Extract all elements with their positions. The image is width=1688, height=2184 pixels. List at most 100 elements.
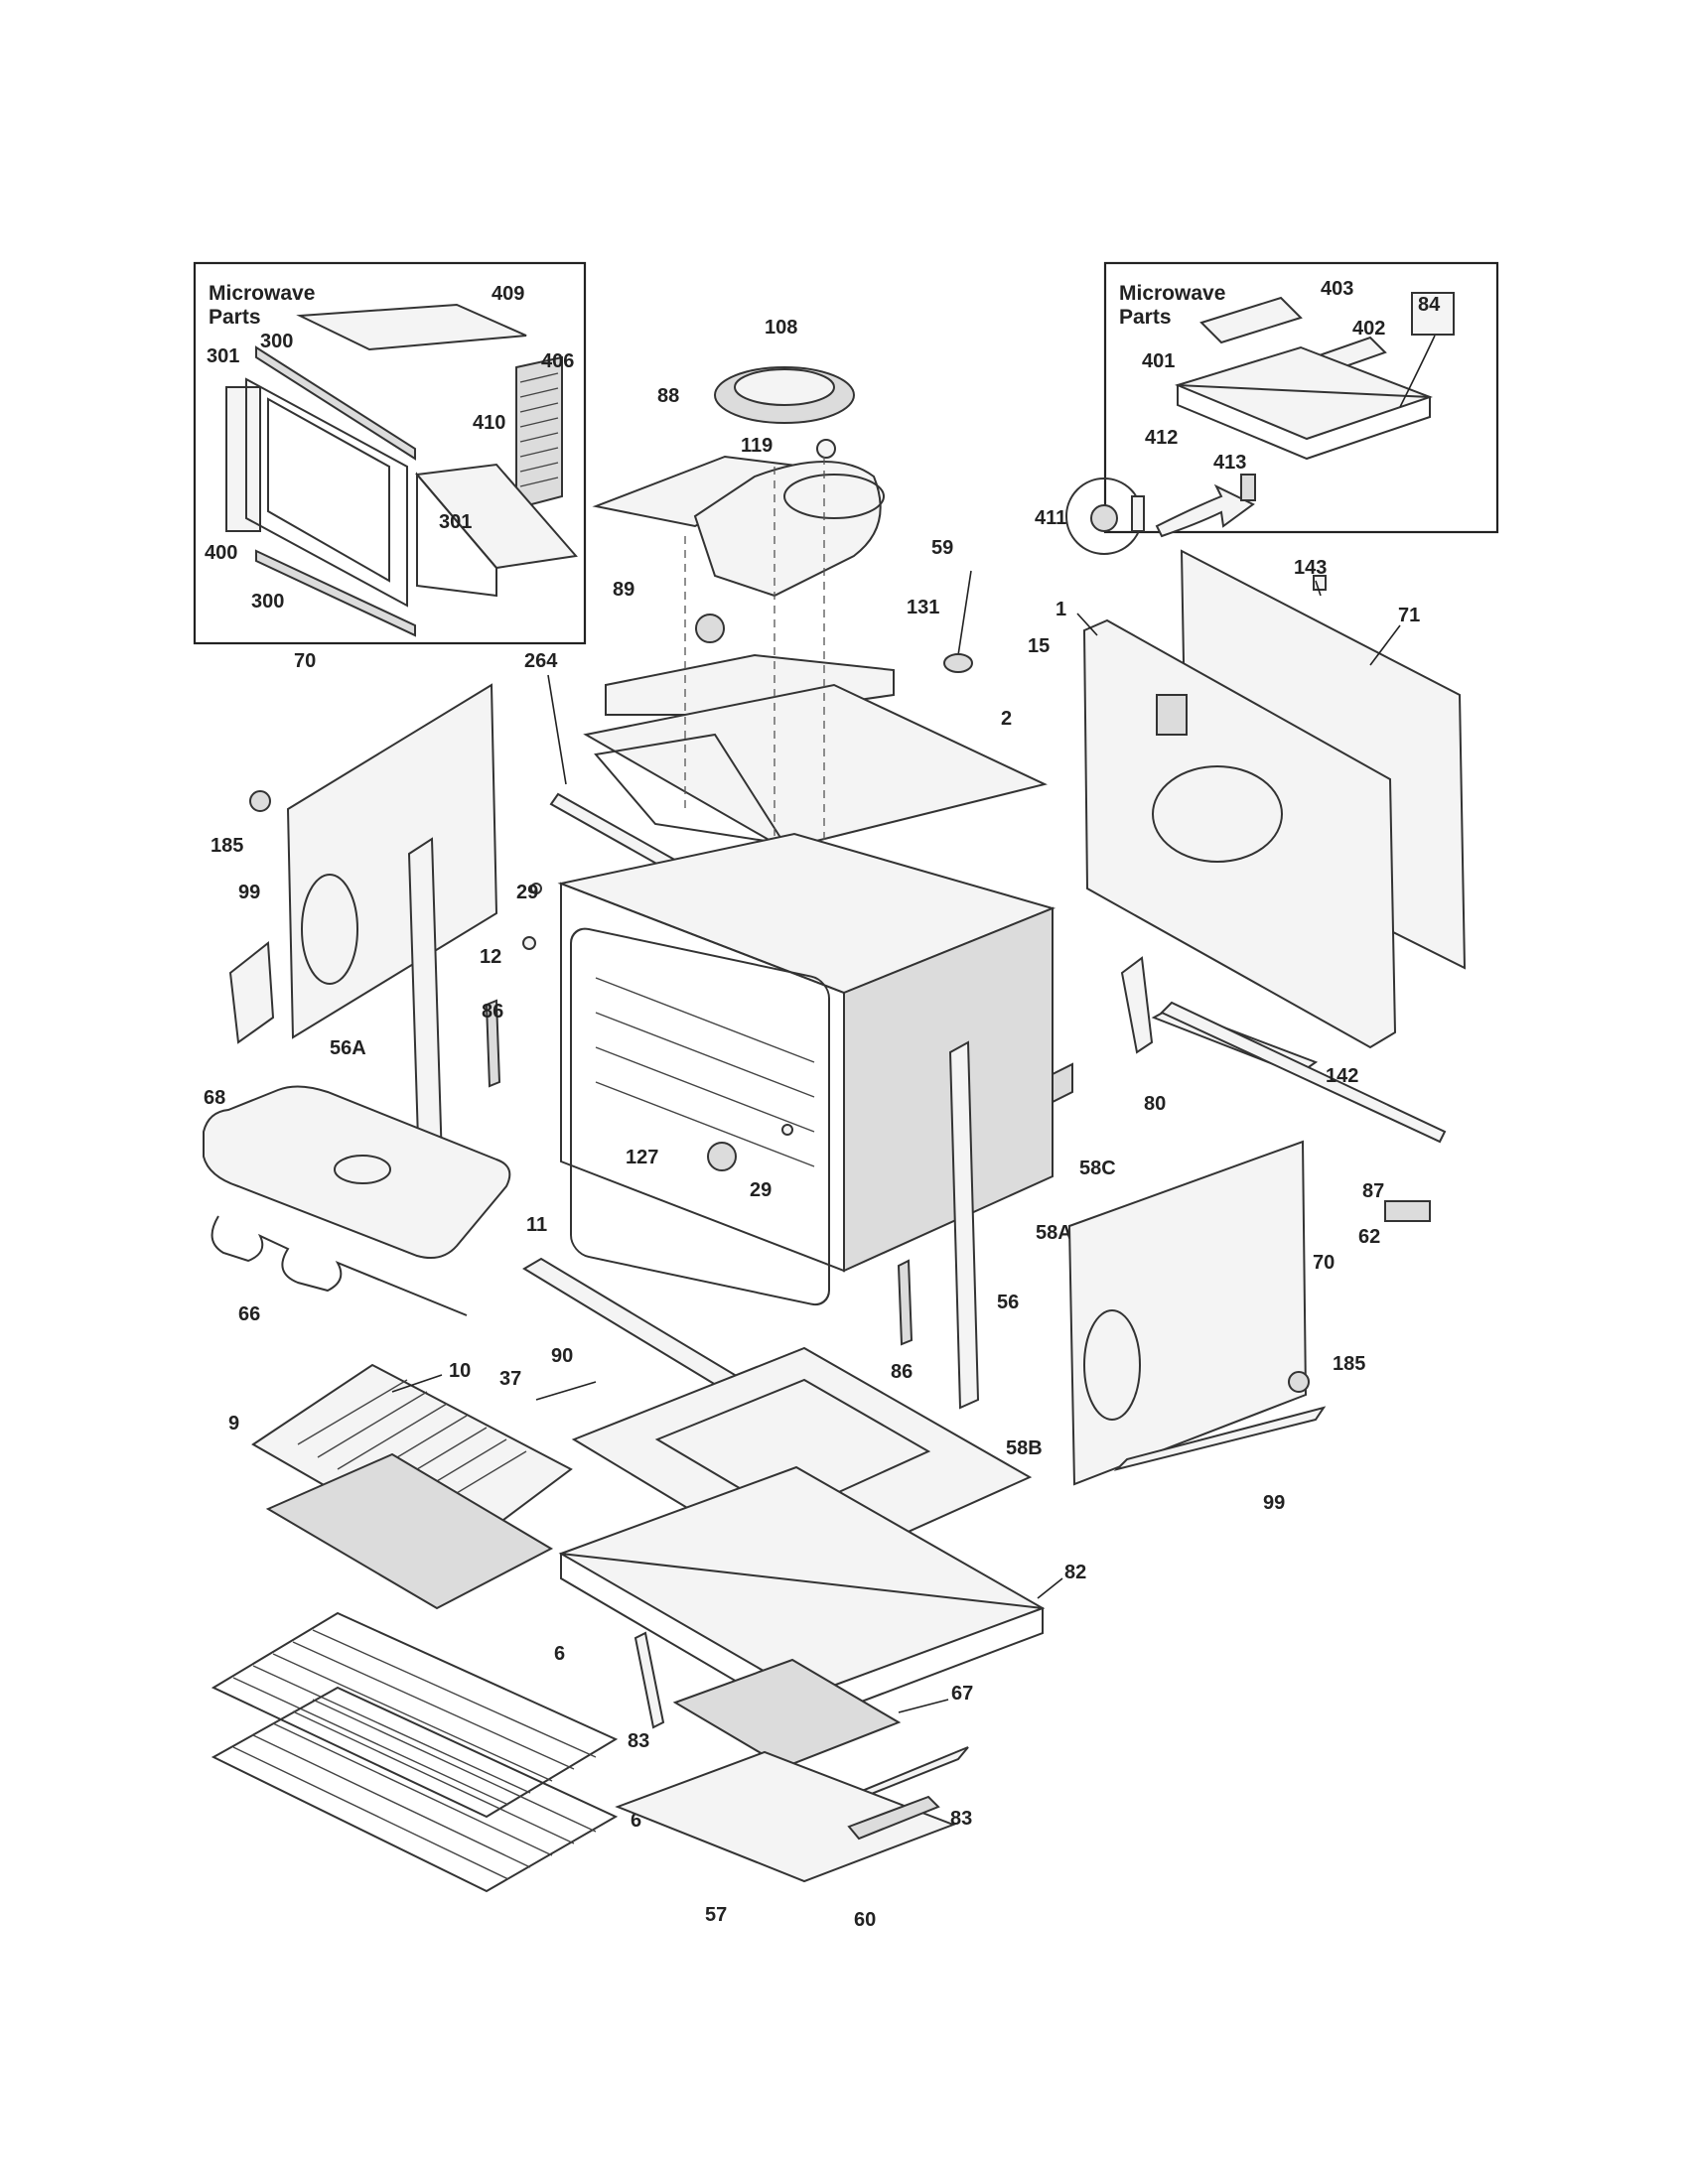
label-412: 412 bbox=[1145, 427, 1178, 449]
label-99-right: 99 bbox=[1263, 1492, 1285, 1514]
part-401-plate-edge bbox=[1177, 383, 1431, 461]
part-413-clip bbox=[1240, 474, 1256, 501]
part-2-top-panel bbox=[583, 683, 1048, 851]
bottom-frame-assembly: 82 67 83 83 57 60 bbox=[558, 1465, 1086, 1931]
part-70-side-panel-left bbox=[286, 683, 498, 1039]
leader-82 bbox=[1037, 1577, 1063, 1599]
lower-insulation-assembly: 90 37 58B bbox=[499, 1257, 1043, 1580]
part-12-lamp bbox=[522, 936, 536, 950]
part-58C-insulation-notch bbox=[1052, 1062, 1073, 1104]
broiler-grid-slots bbox=[297, 1379, 527, 1518]
label-185-right: 185 bbox=[1333, 1353, 1365, 1375]
label-143: 143 bbox=[1294, 557, 1327, 579]
label-87: 87 bbox=[1362, 1180, 1384, 1202]
label-83-right: 83 bbox=[950, 1808, 972, 1830]
label-406: 406 bbox=[541, 350, 574, 372]
label-2: 2 bbox=[1001, 708, 1012, 730]
label-83-left: 83 bbox=[628, 1730, 649, 1752]
part-301-side-left bbox=[225, 386, 261, 532]
label-86-left: 86 bbox=[482, 1001, 503, 1023]
label-59: 59 bbox=[931, 537, 953, 559]
part-185-grommet-left bbox=[249, 790, 271, 812]
label-9: 9 bbox=[228, 1413, 239, 1434]
label-57: 57 bbox=[705, 1904, 727, 1926]
label-70-right: 70 bbox=[1313, 1252, 1335, 1274]
rack-lower-wires bbox=[232, 1699, 597, 1880]
part-37-sensor bbox=[535, 1381, 597, 1401]
label-29-bottom: 29 bbox=[750, 1179, 772, 1201]
label-410: 410 bbox=[473, 412, 505, 434]
part-9-broiler-pan bbox=[265, 1452, 554, 1610]
part-66-bake-element bbox=[211, 1215, 468, 1316]
part-410-tray-side bbox=[416, 472, 497, 598]
part-57-bottom-panel bbox=[615, 1750, 956, 1883]
part-409-cover bbox=[296, 303, 527, 351]
label-300-bottom: 300 bbox=[251, 591, 284, 613]
inset-frame-left bbox=[193, 261, 587, 645]
label-409: 409 bbox=[492, 283, 524, 305]
part-59-blower-housing bbox=[693, 461, 882, 598]
label-11: 11 bbox=[526, 1214, 547, 1236]
label-12: 12 bbox=[480, 946, 501, 968]
part-403-bracket bbox=[1199, 296, 1303, 344]
part-29-screw-b bbox=[781, 1124, 793, 1136]
label-127: 127 bbox=[626, 1147, 658, 1168]
part-119-thermostat bbox=[816, 439, 836, 459]
part-68-element-cover bbox=[203, 1085, 511, 1259]
inset-title-left-line2: Parts bbox=[209, 306, 261, 329]
part-56-strip bbox=[948, 1040, 980, 1410]
label-6-upper: 6 bbox=[554, 1643, 565, 1665]
rear-wall-opening bbox=[1156, 694, 1188, 736]
label-58C: 58C bbox=[1079, 1158, 1116, 1179]
label-89: 89 bbox=[613, 579, 634, 601]
part-86-hinge-receiver-left bbox=[485, 999, 501, 1088]
label-142: 142 bbox=[1326, 1065, 1358, 1087]
part-67-bottom-element bbox=[672, 1658, 902, 1769]
part-89-motor bbox=[695, 614, 725, 643]
label-67: 67 bbox=[951, 1683, 973, 1705]
inset-title-right-line2: Parts bbox=[1119, 306, 1172, 329]
part-99-bracket-right bbox=[1113, 1406, 1327, 1471]
label-37: 37 bbox=[499, 1368, 521, 1390]
element-cover-hole bbox=[334, 1155, 391, 1184]
part-185-grommet-right bbox=[1288, 1371, 1310, 1393]
bottom-frame-edge bbox=[560, 1552, 1044, 1724]
label-1: 1 bbox=[1055, 599, 1066, 620]
part-6-rack-lower bbox=[211, 1686, 619, 1893]
leader-264 bbox=[547, 674, 567, 785]
part-87-rail bbox=[1160, 1001, 1447, 1144]
part-300-rail-bottom bbox=[255, 549, 416, 637]
label-68: 68 bbox=[204, 1087, 225, 1109]
label-403: 403 bbox=[1321, 278, 1353, 300]
part-401-plate bbox=[1175, 345, 1433, 441]
microwave-parts-inset-left: Microwave Parts 409 300 301 406 410 400 … bbox=[193, 261, 587, 645]
cavity-front bbox=[560, 882, 845, 1273]
label-29-top: 29 bbox=[516, 882, 538, 903]
rear-panels-right: 143 1 71 142 80 58C 87 58A 62 bbox=[1036, 549, 1467, 1248]
label-402: 402 bbox=[1352, 318, 1385, 340]
label-80: 80 bbox=[1144, 1093, 1166, 1115]
part-11-door-gasket bbox=[570, 927, 830, 1306]
leader-67 bbox=[898, 1699, 949, 1713]
assembly-arrow bbox=[1155, 483, 1255, 538]
blower-outlet bbox=[783, 474, 885, 519]
label-108: 108 bbox=[765, 317, 797, 339]
label-99-left: 99 bbox=[238, 882, 260, 903]
label-401: 401 bbox=[1142, 350, 1175, 372]
rack-upper-wires bbox=[232, 1629, 597, 1806]
label-60: 60 bbox=[854, 1909, 876, 1931]
label-90: 90 bbox=[551, 1345, 573, 1367]
oven-racks: 6 6 bbox=[211, 1611, 641, 1893]
bake-element-assembly: 68 66 bbox=[203, 1085, 511, 1325]
side-panel-right-oval bbox=[1083, 1309, 1141, 1421]
label-82: 82 bbox=[1064, 1562, 1086, 1583]
part-411-knob bbox=[1090, 504, 1118, 532]
label-84: 84 bbox=[1418, 294, 1441, 316]
label-86-right: 86 bbox=[891, 1361, 913, 1383]
part-15-probe-bulb bbox=[943, 653, 973, 673]
part-300-rail-top bbox=[255, 345, 416, 461]
rack-supports bbox=[595, 977, 815, 1167]
vent-slats bbox=[519, 372, 559, 487]
label-56A: 56A bbox=[330, 1037, 366, 1059]
